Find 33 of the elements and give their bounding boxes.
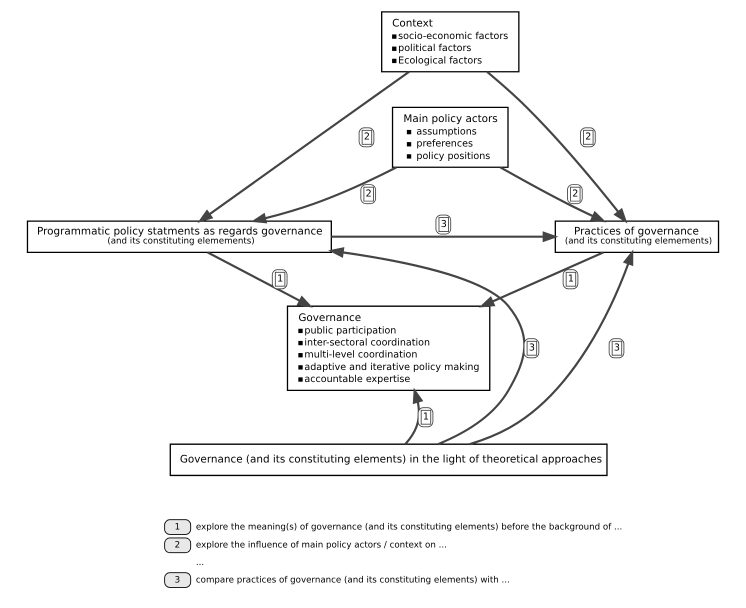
edge-label: 1 bbox=[568, 274, 574, 285]
edge-label: 3 bbox=[440, 218, 447, 230]
node-box: Programmatic policy statments as regards governance (and its constituting elemements) bbox=[26, 220, 332, 253]
label: ... bbox=[196, 558, 204, 568]
arrow bbox=[328, 247, 526, 446]
arrow bbox=[331, 231, 558, 242]
arrow bbox=[207, 251, 313, 308]
edge-label: 3 bbox=[528, 342, 535, 354]
arrow bbox=[469, 250, 634, 446]
arrow bbox=[404, 388, 424, 445]
label: 3 bbox=[174, 575, 180, 586]
arrow bbox=[478, 251, 604, 308]
node-box: Context socio-economic factors political factors Ecological factors bbox=[381, 11, 520, 72]
arrow bbox=[500, 166, 606, 222]
edge-label: 2 bbox=[364, 132, 370, 143]
edge-label: 2 bbox=[366, 188, 372, 200]
edge-label: 1 bbox=[422, 412, 429, 423]
node-box: Practices of governance (and its constituting elemements) bbox=[554, 220, 720, 253]
edge-label: 2 bbox=[572, 188, 578, 200]
edge-label: 3 bbox=[614, 342, 620, 354]
label: 1 bbox=[174, 522, 180, 532]
label: 2 bbox=[174, 540, 180, 551]
node-box: Governance (and its constituting elements) in the light of theoretical approaches bbox=[170, 444, 608, 476]
edge-label: 2 bbox=[585, 132, 592, 143]
arrow bbox=[486, 70, 628, 224]
arrow bbox=[197, 70, 410, 223]
arrow bbox=[250, 166, 397, 224]
legend-label: explore the meaning(s) of governance (and its constituting elements) before the background of ... bbox=[196, 522, 622, 532]
legend-label: explore the influence of main policy actors / context on ... bbox=[196, 540, 447, 551]
edge-label: 1 bbox=[277, 274, 284, 285]
node-box: Main policy actors assumptions preferences policy positions bbox=[392, 106, 509, 168]
legend-label: compare practices of governance (and its constituting elements) with ... bbox=[196, 575, 510, 586]
node-box: Governance public participation inter-sectoral coordination multi-level coordination adaptive and iterative policy making accountable expertise bbox=[286, 306, 490, 392]
